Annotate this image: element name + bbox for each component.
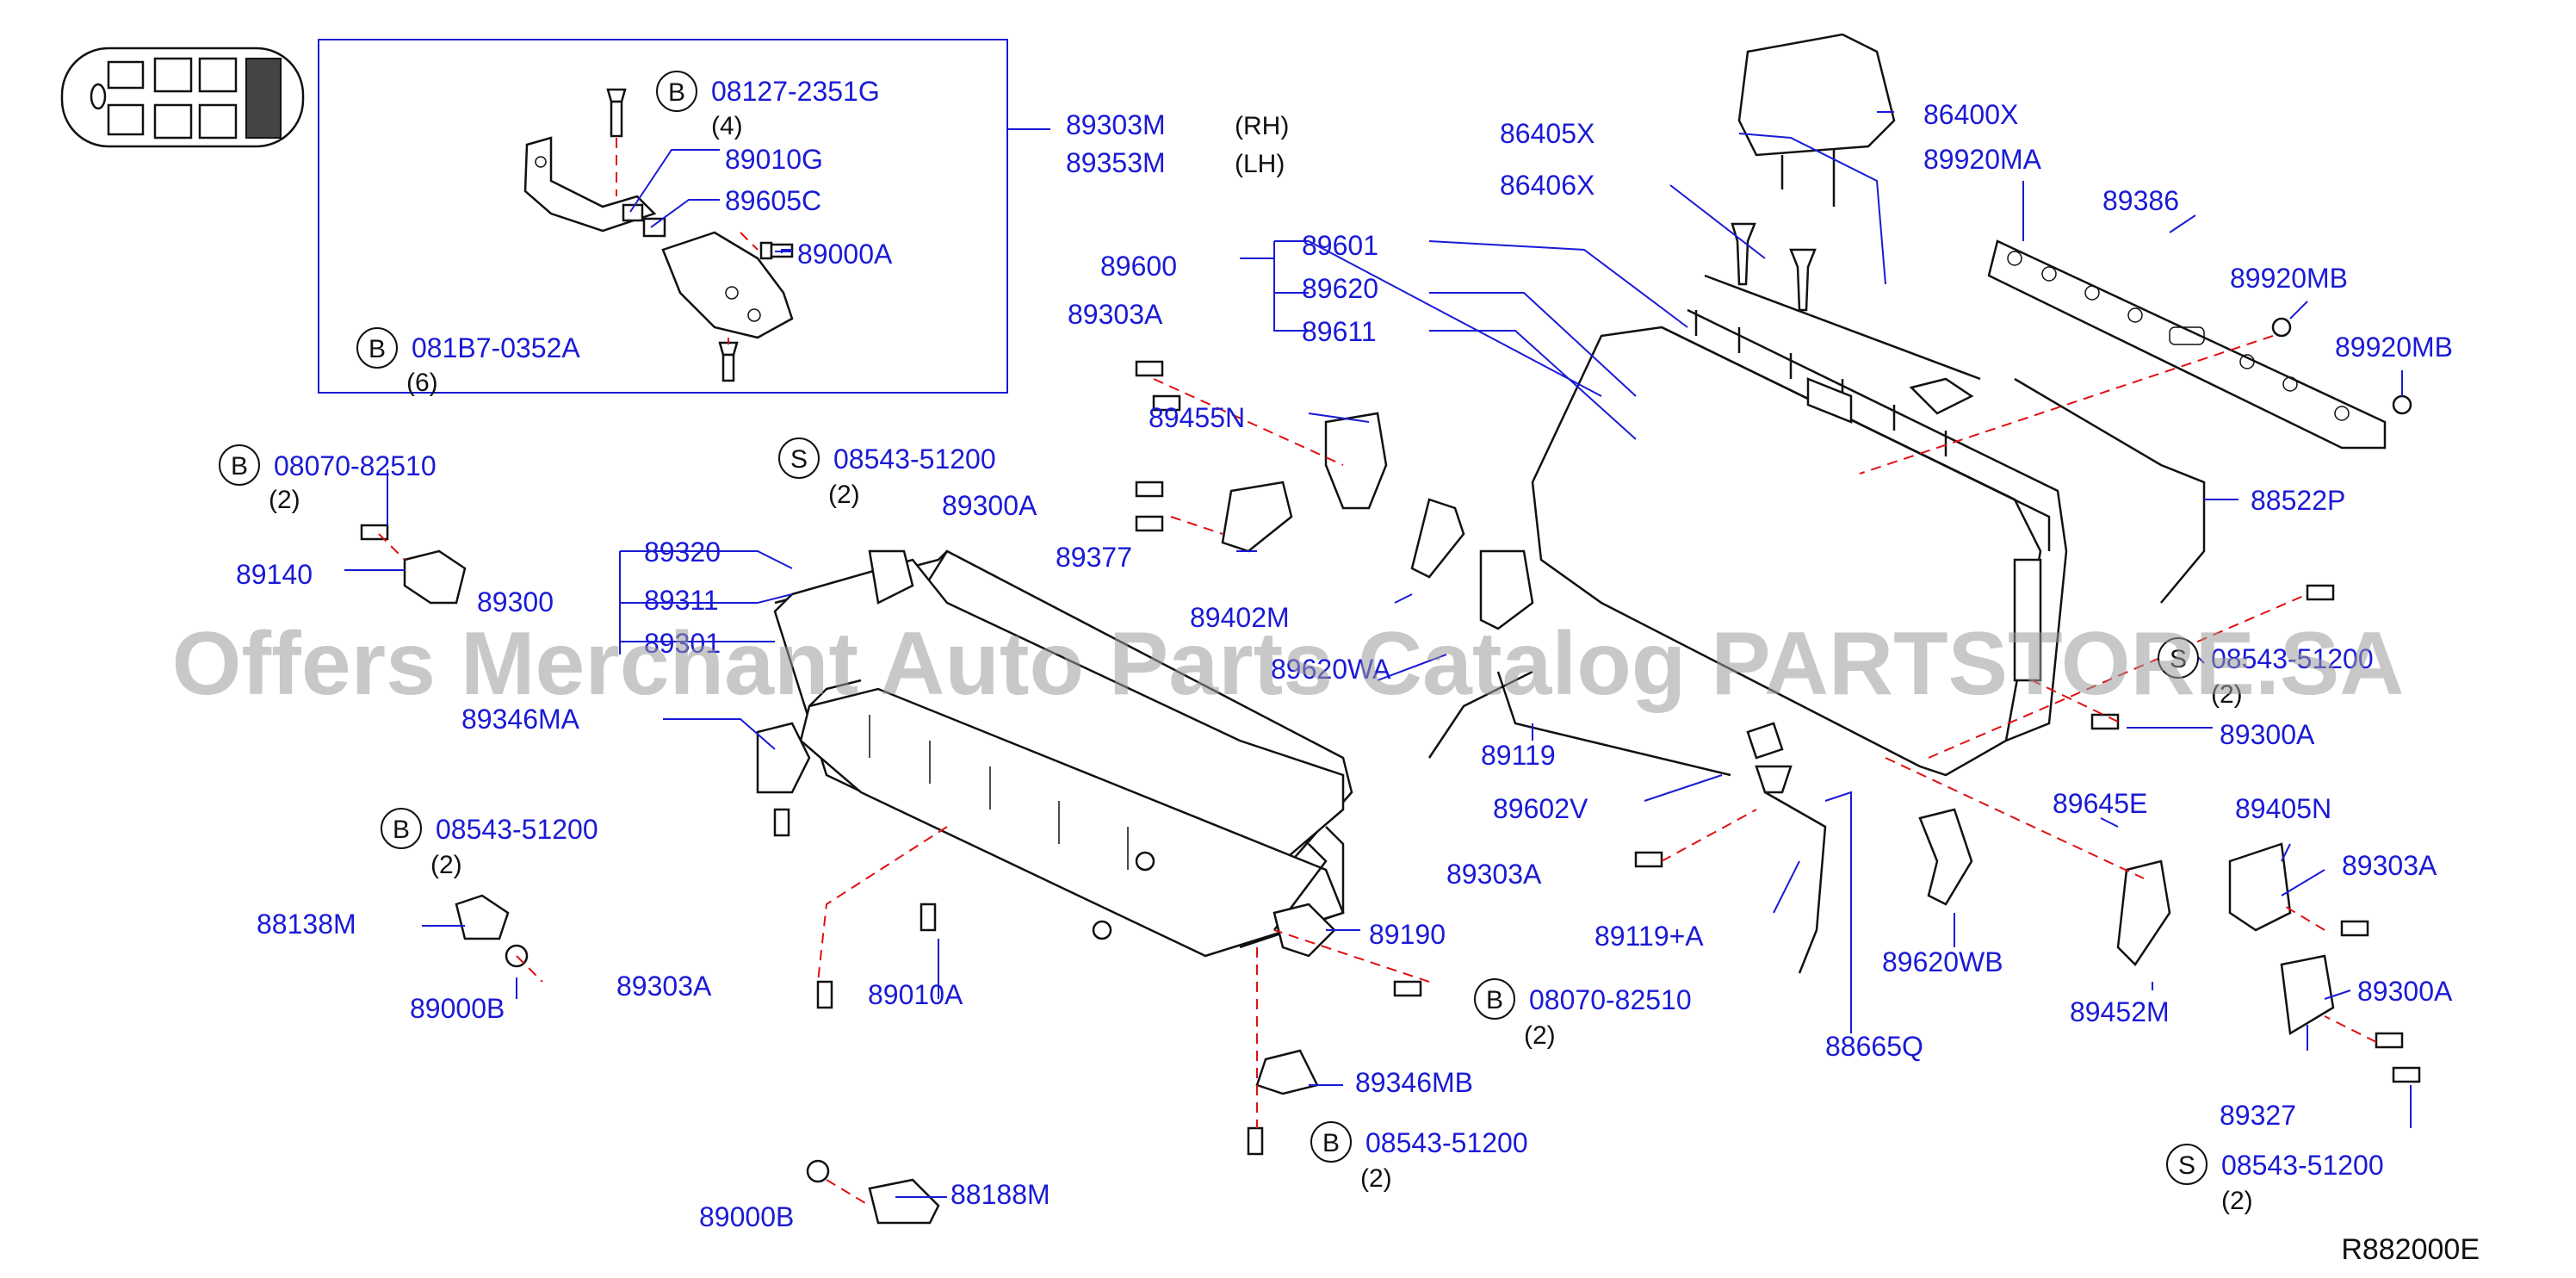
- headrest-guide-drawing: [1731, 222, 1817, 312]
- part-label-89605C[interactable]: 89605C: [725, 185, 821, 216]
- diagram-ref-code: R882000E: [2341, 1233, 2480, 1266]
- part-label-08127-2351G[interactable]: 08127-2351G: [711, 76, 880, 107]
- part-label-89300A-3[interactable]: 89300A: [2357, 976, 2453, 1007]
- part-label-89602V[interactable]: 89602V: [1493, 793, 1588, 824]
- part-label-89920MB-a[interactable]: 89920MB: [2230, 263, 2348, 294]
- part-label-89452M[interactable]: 89452M: [2070, 996, 2170, 1027]
- part-label-89303A-4[interactable]: 89303A: [2342, 850, 2437, 881]
- part-label-89611[interactable]: 89611: [1302, 316, 1377, 347]
- detail-b2-letter: B: [368, 335, 386, 363]
- part-label-89000A[interactable]: 89000A: [797, 239, 893, 270]
- part-label-89303M[interactable]: 89303M: [1066, 109, 1166, 140]
- part-label-89119[interactable]: 89119: [1481, 740, 1556, 771]
- middle-b6-letter: B: [1322, 1129, 1340, 1157]
- part-label-86400X[interactable]: 86400X: [1923, 99, 2018, 130]
- part-label-08543-51200-s1[interactable]: 08543-51200: [833, 444, 996, 475]
- part-label-88665Q[interactable]: 88665Q: [1825, 1031, 1923, 1062]
- part-label-89620WB[interactable]: 89620WB: [1882, 946, 2003, 977]
- vehicle-locator-icon: [60, 47, 305, 148]
- part-label-89303A-2[interactable]: 89303A: [616, 971, 712, 1002]
- watermark-text: Offers Merchant Auto Parts Catalog PARTS…: [172, 614, 2405, 714]
- part-label-89346MB[interactable]: 89346MB: [1355, 1067, 1473, 1098]
- part-label-89377[interactable]: 89377: [1056, 542, 1132, 573]
- part-label-89620WA[interactable]: 89620WA: [1271, 654, 1391, 685]
- qty-08070-82510-b5: (2): [1524, 1021, 1556, 1050]
- part-label-89920MB-b[interactable]: 89920MB: [2335, 332, 2453, 363]
- qty-08070-82510-b3: (2): [269, 486, 300, 514]
- part-label-89600[interactable]: 89600: [1100, 251, 1177, 282]
- side-rh: (RH): [1235, 112, 1289, 140]
- part-label-89346MA[interactable]: 89346MA: [461, 704, 580, 735]
- detail-box: [318, 39, 1008, 394]
- part-label-89190[interactable]: 89190: [1369, 919, 1446, 950]
- part-label-89601[interactable]: 89601: [1302, 230, 1378, 261]
- qty-08543-51200-b4: (2): [430, 851, 462, 879]
- qty-08543-51200-s1: (2): [828, 481, 860, 509]
- small-parts-drawing: [360, 317, 2421, 1225]
- part-label-89920MA[interactable]: 89920MA: [1923, 144, 2042, 175]
- part-label-86406X[interactable]: 86406X: [1500, 170, 1595, 201]
- seat-cushion-drawing: [773, 549, 1353, 958]
- part-label-89140[interactable]: 89140: [236, 559, 313, 590]
- part-label-08543-51200-s3[interactable]: 08543-51200: [2221, 1150, 2384, 1181]
- right-s3-letter: S: [2178, 1151, 2195, 1180]
- part-label-89301[interactable]: 89301: [644, 628, 721, 659]
- side-lh: (LH): [1235, 150, 1285, 178]
- part-label-89402M[interactable]: 89402M: [1190, 602, 1290, 633]
- qty-08127-2351G: (4): [711, 112, 743, 140]
- part-label-08070-82510-b3[interactable]: 08070-82510: [274, 450, 437, 481]
- part-label-88138M[interactable]: 88138M: [257, 909, 356, 940]
- part-label-89303A-3[interactable]: 89303A: [1446, 859, 1542, 890]
- part-label-08543-51200-b4[interactable]: 08543-51200: [436, 814, 598, 845]
- part-label-89300[interactable]: 89300: [477, 586, 554, 617]
- left-b3-letter: B: [231, 452, 248, 481]
- part-label-89620[interactable]: 89620: [1302, 273, 1378, 304]
- middle-b5-letter: B: [1486, 986, 1503, 1014]
- part-label-89405N[interactable]: 89405N: [2235, 793, 2331, 824]
- part-label-89300A-2[interactable]: 89300A: [2220, 719, 2315, 750]
- part-label-89000B-2[interactable]: 89000B: [699, 1201, 794, 1232]
- part-label-08543-51200-s2[interactable]: 08543-51200: [2211, 643, 2374, 674]
- part-label-89353M[interactable]: 89353M: [1066, 147, 1166, 178]
- left-b4-letter: B: [393, 816, 410, 844]
- part-label-89455N[interactable]: 89455N: [1149, 402, 1245, 433]
- part-label-081B7-0352A[interactable]: 081B7-0352A: [412, 332, 580, 363]
- qty-081B7-0352A: (6): [406, 369, 438, 397]
- part-label-08070-82510-b5[interactable]: 08070-82510: [1529, 984, 1692, 1015]
- part-label-89311[interactable]: 89311: [644, 585, 719, 616]
- top-s1-letter: S: [790, 445, 808, 474]
- part-label-89386[interactable]: 89386: [2102, 185, 2179, 216]
- part-label-89010G[interactable]: 89010G: [725, 144, 823, 175]
- qty-08543-51200-s2: (2): [2211, 680, 2243, 709]
- part-label-88188M[interactable]: 88188M: [951, 1179, 1050, 1210]
- qty-08543-51200-s3: (2): [2221, 1187, 2253, 1215]
- part-label-89000B-1[interactable]: 89000B: [410, 993, 505, 1024]
- headrest-drawing: [1737, 33, 1896, 207]
- part-label-89327[interactable]: 89327: [2220, 1100, 2296, 1131]
- part-label-89303A-1[interactable]: 89303A: [1068, 299, 1163, 330]
- part-label-89119A[interactable]: 89119+A: [1595, 921, 1704, 952]
- part-label-08543-51200-b6[interactable]: 08543-51200: [1365, 1127, 1528, 1158]
- part-label-86405X[interactable]: 86405X: [1500, 118, 1595, 149]
- qty-08543-51200-b6: (2): [1360, 1164, 1392, 1193]
- right-s2-letter: S: [2170, 645, 2187, 673]
- seat-back-drawing: [1531, 308, 2068, 777]
- part-label-89320[interactable]: 89320: [644, 537, 721, 568]
- part-label-89010A[interactable]: 89010A: [868, 979, 963, 1010]
- part-label-89645E[interactable]: 89645E: [2053, 788, 2147, 819]
- trim-strip-drawing: [1987, 239, 2387, 450]
- part-label-88522P[interactable]: 88522P: [2251, 485, 2345, 516]
- part-label-89300A-1[interactable]: 89300A: [942, 490, 1037, 521]
- detail-b1-letter: B: [668, 78, 685, 107]
